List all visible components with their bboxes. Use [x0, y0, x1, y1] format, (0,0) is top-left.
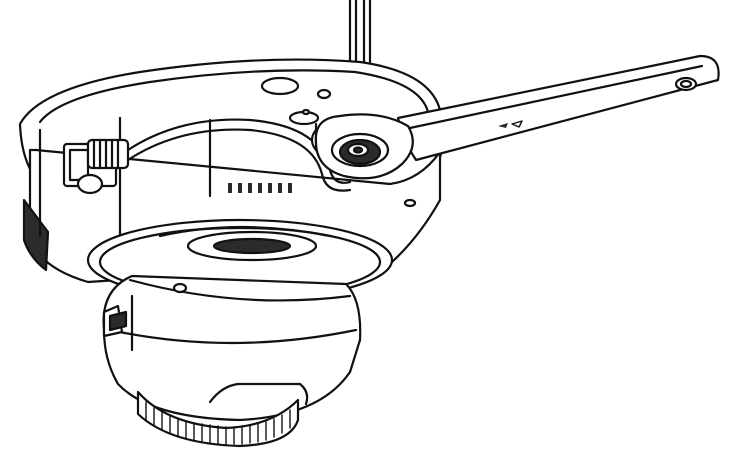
network-cable: [126, 118, 352, 192]
screw-hole: [403, 198, 417, 208]
mounting-pipes: [348, 0, 372, 66]
network-connector: [62, 138, 130, 195]
lens-mount: [186, 230, 318, 262]
wrench-tool: [314, 54, 720, 180]
dome-cover: [102, 274, 362, 422]
focus-ring: [136, 390, 300, 448]
cable-plug: [86, 138, 130, 170]
vent-slots: [228, 183, 292, 193]
